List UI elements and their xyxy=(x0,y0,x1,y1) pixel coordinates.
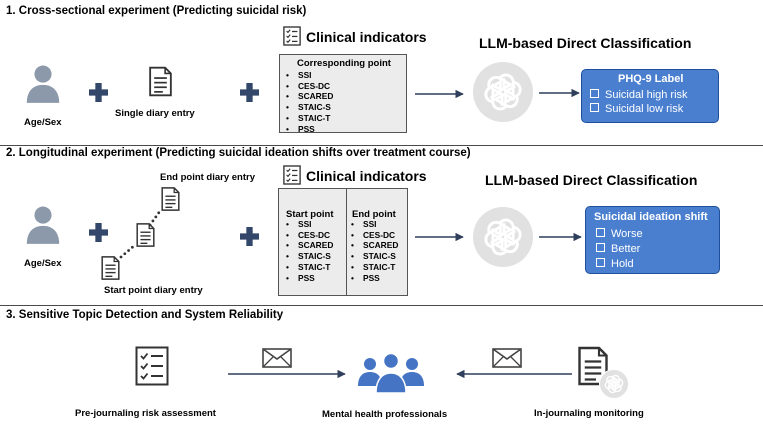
end-indicator-list: SSI CES-DC SCARED STAIC-S STAIC-T PSS xyxy=(347,219,398,283)
section2-title: 2. Longitudinal experiment (Predicting s… xyxy=(6,147,471,159)
corresponding-point-title: Corresponding point xyxy=(297,58,391,69)
monitoring-label: In-journaling monitoring xyxy=(534,408,644,419)
indicator-item: STAIC-S xyxy=(282,102,333,113)
end-point-title: End point xyxy=(352,209,396,220)
person-icon xyxy=(26,65,60,103)
checklist-icon xyxy=(283,165,301,185)
person-icon xyxy=(26,206,60,244)
arrow xyxy=(415,232,464,242)
indicator-item: SSI xyxy=(282,219,333,230)
llm-header: LLM-based Direct Classification xyxy=(485,172,698,188)
indicator-item: STAIC-T xyxy=(347,262,398,273)
checklist-icon xyxy=(135,346,169,386)
result-option: Hold xyxy=(596,257,634,271)
single-diary-label: Single diary entry xyxy=(115,108,195,119)
indicator-list: SSI CES-DC SCARED STAIC-S STAIC-T PSS xyxy=(282,70,333,134)
plus-icon xyxy=(240,227,259,246)
envelope-icon xyxy=(262,348,292,368)
shift-result-box: Suicidal ideation shift Worse Better Hol… xyxy=(585,206,720,274)
indicator-item: PSS xyxy=(282,124,333,135)
checklist-icon xyxy=(283,26,301,46)
section1-title: 1. Cross-sectional experiment (Predictin… xyxy=(6,5,307,17)
indicator-item: CES-DC xyxy=(282,230,333,241)
start-indicator-list: SSI CES-DC SCARED STAIC-S STAIC-T PSS xyxy=(282,219,333,283)
arrow xyxy=(539,232,582,242)
age-sex-label: Age/Sex xyxy=(24,117,62,128)
openai-logo-icon xyxy=(473,207,533,267)
pre-journaling-label: Pre-journaling risk assessment xyxy=(75,408,216,419)
start-point-title: Start point xyxy=(286,209,334,220)
indicator-item: SCARED xyxy=(347,240,398,251)
arrow xyxy=(539,88,580,98)
section-divider xyxy=(0,145,763,146)
indicator-item: STAIC-S xyxy=(347,251,398,262)
indicator-item: PSS xyxy=(282,273,333,284)
people-group-icon xyxy=(358,352,424,394)
arrow xyxy=(456,369,572,379)
end-diary-label: End point diary entry xyxy=(160,172,256,183)
envelope-icon xyxy=(492,348,522,368)
professionals-label: Mental health professionals xyxy=(322,409,448,420)
result-option: Worse xyxy=(596,227,643,241)
dotted-connector xyxy=(119,209,162,259)
document-icon xyxy=(149,66,172,97)
indicator-item: CES-DC xyxy=(347,230,398,241)
clinical-indicators-header: Clinical indicators xyxy=(306,29,427,45)
llm-header: LLM-based Direct Classification xyxy=(479,35,692,51)
indicator-item: CES-DC xyxy=(282,81,333,92)
shift-title: Suicidal ideation shift xyxy=(594,211,708,223)
age-sex-label: Age/Sex xyxy=(24,258,62,269)
plus-icon xyxy=(89,223,108,242)
clinical-indicators-header: Clinical indicators xyxy=(306,168,427,184)
indicator-item: STAIC-T xyxy=(282,113,333,124)
indicator-item: SCARED xyxy=(282,240,333,251)
start-diary-label: Start point diary entry xyxy=(104,285,203,296)
openai-logo-icon xyxy=(599,369,629,399)
plus-icon xyxy=(240,83,259,102)
arrow xyxy=(415,89,464,99)
indicator-item: PSS xyxy=(347,273,398,284)
phq9-result-box: PHQ-9 Label Suicidal high risk Suicidal … xyxy=(581,69,719,123)
result-option: Suicidal low risk xyxy=(590,102,683,116)
indicator-item: STAIC-T xyxy=(282,262,333,273)
clinical-indicators-box: Corresponding point SSI CES-DC SCARED ST… xyxy=(279,54,407,134)
result-option: Suicidal high risk xyxy=(590,88,688,102)
openai-logo-icon xyxy=(473,62,533,122)
section-divider xyxy=(0,305,763,306)
indicator-item: SCARED xyxy=(282,91,333,102)
arrow xyxy=(228,369,346,379)
indicator-item: SSI xyxy=(347,219,398,230)
result-option: Better xyxy=(596,242,640,256)
indicator-item: STAIC-S xyxy=(282,251,333,262)
section3-title: 3. Sensitive Topic Detection and System … xyxy=(6,309,284,321)
phq9-label-title: PHQ-9 Label xyxy=(618,73,684,85)
plus-icon xyxy=(89,83,108,102)
indicator-item: SSI xyxy=(282,70,333,81)
clinical-indicators-box: Start point SSI CES-DC SCARED STAIC-S ST… xyxy=(278,188,408,296)
